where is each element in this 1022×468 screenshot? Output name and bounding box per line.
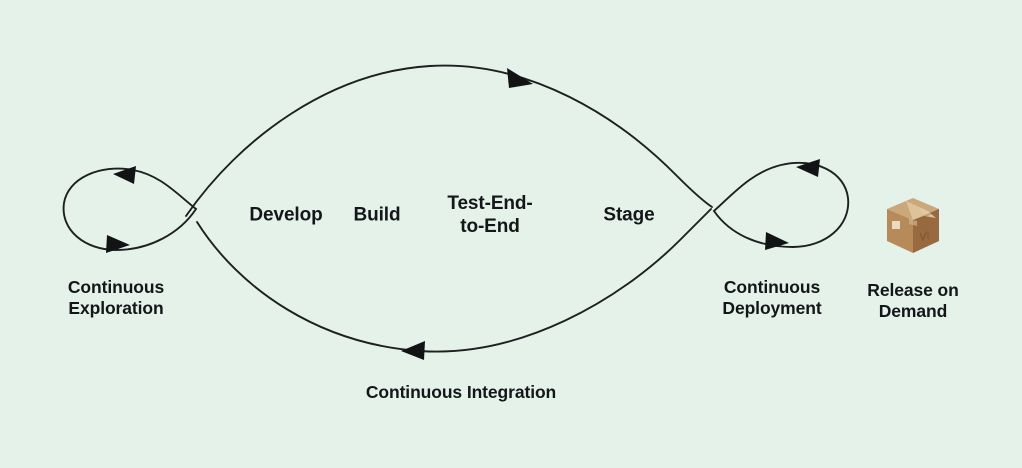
stage-label-develop: Develop <box>249 204 323 226</box>
arrow-exploration-upper-icon <box>113 166 136 184</box>
continuous-integration-curve-path <box>196 208 712 353</box>
arrow-deployment-upper-icon <box>796 159 820 177</box>
package-box-glyph <box>887 198 939 253</box>
arrow-pipeline-top-icon <box>507 68 533 88</box>
arrow-deployment-lower-icon <box>765 232 789 250</box>
continuous-exploration-loop-path <box>62 167 198 251</box>
phase-label-release-on-demand: Release on Demand <box>867 280 959 322</box>
arrow-integration-bottom-icon <box>401 341 425 360</box>
phase-label-continuous-deployment: Continuous Deployment <box>722 277 822 319</box>
stage-label-stage: Stage <box>603 204 655 226</box>
phase-label-continuous-integration: Continuous Integration <box>365 382 557 402</box>
stage-label-test-end-to-end: Test-End- to-End <box>447 192 533 237</box>
arrow-exploration-lower-icon <box>106 235 130 253</box>
pipeline-top-curve-path <box>185 64 713 217</box>
package-box-icon <box>884 196 942 263</box>
phase-label-continuous-exploration: Continuous Exploration <box>67 277 165 319</box>
stage-label-build: Build <box>353 204 401 226</box>
continuous-deployment-loop-path <box>712 161 850 248</box>
